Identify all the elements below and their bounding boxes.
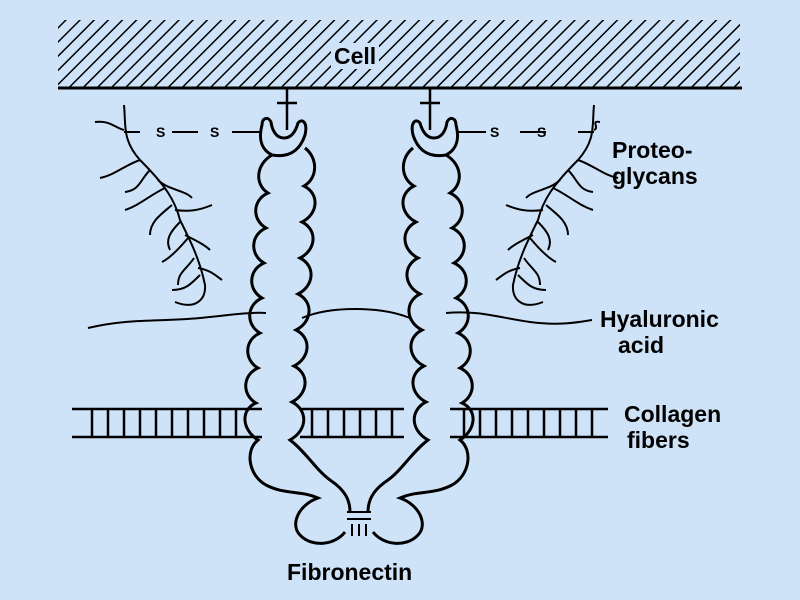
proteoglycans-label-line1: Proteo- [612,137,693,163]
hyaluronic-acid-label-line1: Hyaluronic [600,306,719,332]
proteoglycan-right [456,104,619,306]
disulfide-s-label: S [210,124,219,140]
cell-label: Cell [331,43,380,69]
disulfide-bridge [347,511,371,536]
collagen-fibers-label-line1: Collagen [624,401,722,427]
collagen-fibers-label-line2: fibers [627,427,690,453]
collagen-fibers [72,407,608,439]
disulfide-s-label: S [490,124,499,140]
membrane-anchors [277,88,440,130]
disulfide-s-label: S [156,124,165,140]
disulfide-s-label: S [537,124,546,140]
fibronectin-chain-left [243,116,352,545]
proteoglycan-left [94,104,262,306]
hyaluronic-acid-label-line2: acid [618,332,665,358]
proteoglycans-label: Proteo- glycans [612,137,698,189]
hyaluronic-acid-label: Hyaluronic acid [600,306,719,358]
collagen-fibers-label: Collagen fibers [624,401,721,453]
hyaluronic-acid-strand [87,308,593,329]
cell-membrane [58,20,740,88]
fibronectin-label: Fibronectin [287,559,413,585]
proteoglycans-label-line2: glycans [612,163,698,189]
fibronectin-chain-right [366,116,475,545]
